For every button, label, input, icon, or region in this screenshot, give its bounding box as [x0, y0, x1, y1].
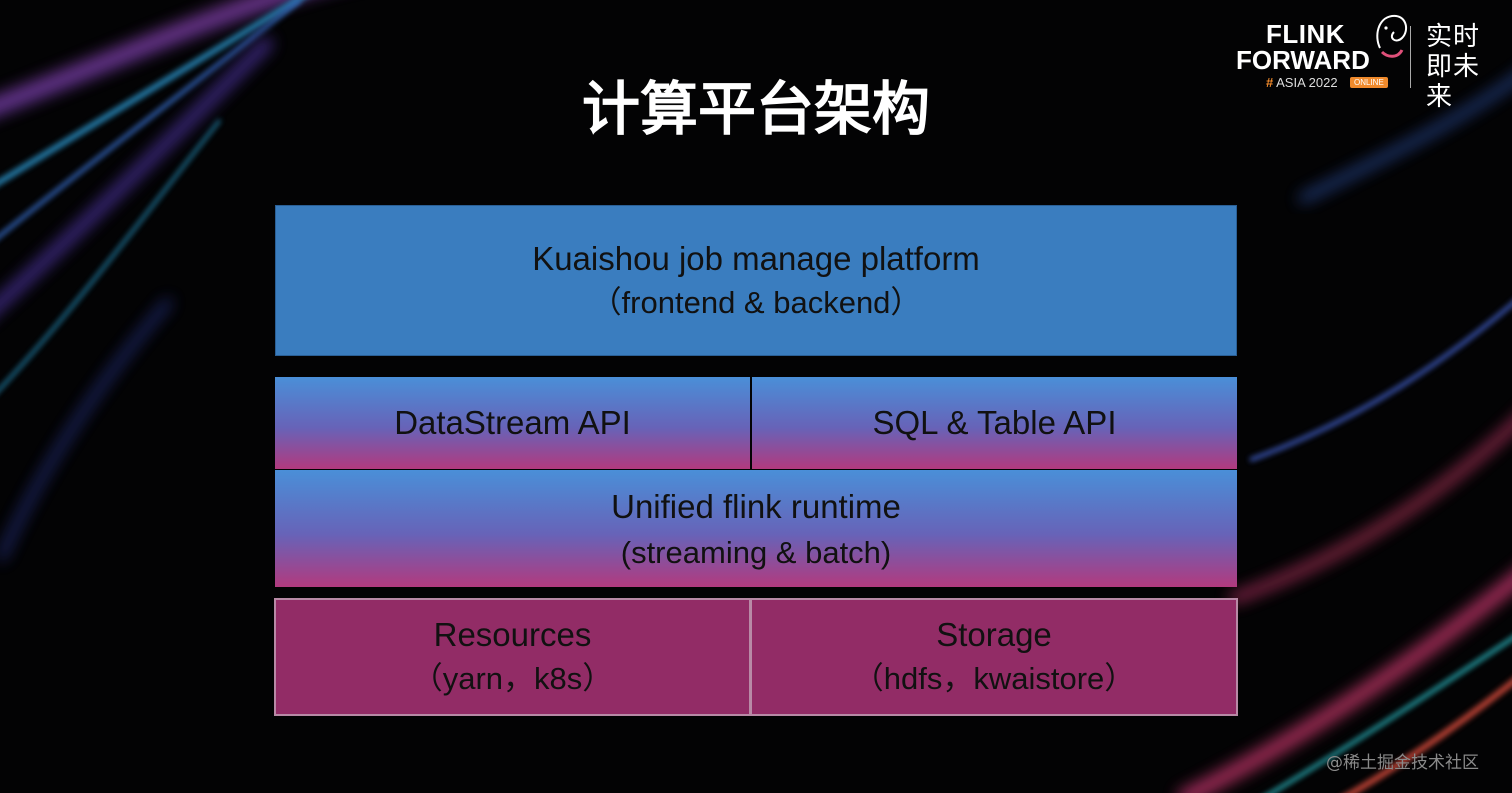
storage-block: Storage （hdfs，kwaistore）: [750, 598, 1238, 716]
resources-label: Resources: [433, 616, 592, 653]
datastream-api-block: DataStream API: [275, 377, 750, 469]
sql-table-api-block: SQL & Table API: [752, 377, 1237, 469]
storage-label: Storage: [936, 616, 1052, 653]
runtime-sublabel: (streaming & batch): [620, 534, 892, 570]
logo-event-text: # ASIA 2022: [1266, 75, 1338, 90]
runtime-block: Unified flink runtime (streaming & batch…: [275, 470, 1237, 587]
squirrel-icon: [1376, 14, 1408, 58]
platform-sublabel: （frontend & backend）: [590, 284, 922, 320]
storage-sublabel: （hdfs，kwaistore）: [852, 661, 1136, 696]
online-badge: ONLINE: [1350, 77, 1388, 88]
logo-divider: [1410, 26, 1411, 88]
runtime-label: Unified flink runtime: [611, 487, 901, 525]
platform-block: Kuaishou job manage platform （frontend &…: [275, 205, 1237, 356]
resources-sublabel: （yarn，k8s）: [411, 661, 614, 696]
platform-label: Kuaishou job manage platform: [532, 239, 980, 277]
hash-symbol: #: [1266, 75, 1274, 90]
logo-forward-text: FORWARD: [1236, 45, 1370, 75]
flink-forward-logo: FLINK FORWARD # ASIA 2022 ONLINE 实时即未来: [1236, 14, 1496, 112]
datastream-api-label: DataStream API: [394, 404, 631, 441]
resources-block: Resources （yarn，k8s）: [274, 598, 751, 716]
slide-title: 计算平台架构: [581, 75, 930, 143]
sql-table-api-label: SQL & Table API: [872, 404, 1117, 441]
watermark-text: @稀土掘金技术社区: [1326, 753, 1479, 773]
logo-slogan: 实时即未来: [1426, 22, 1481, 112]
logo-flink-text: FLINK: [1266, 19, 1346, 49]
event-name: ASIA 2022: [1276, 75, 1338, 90]
